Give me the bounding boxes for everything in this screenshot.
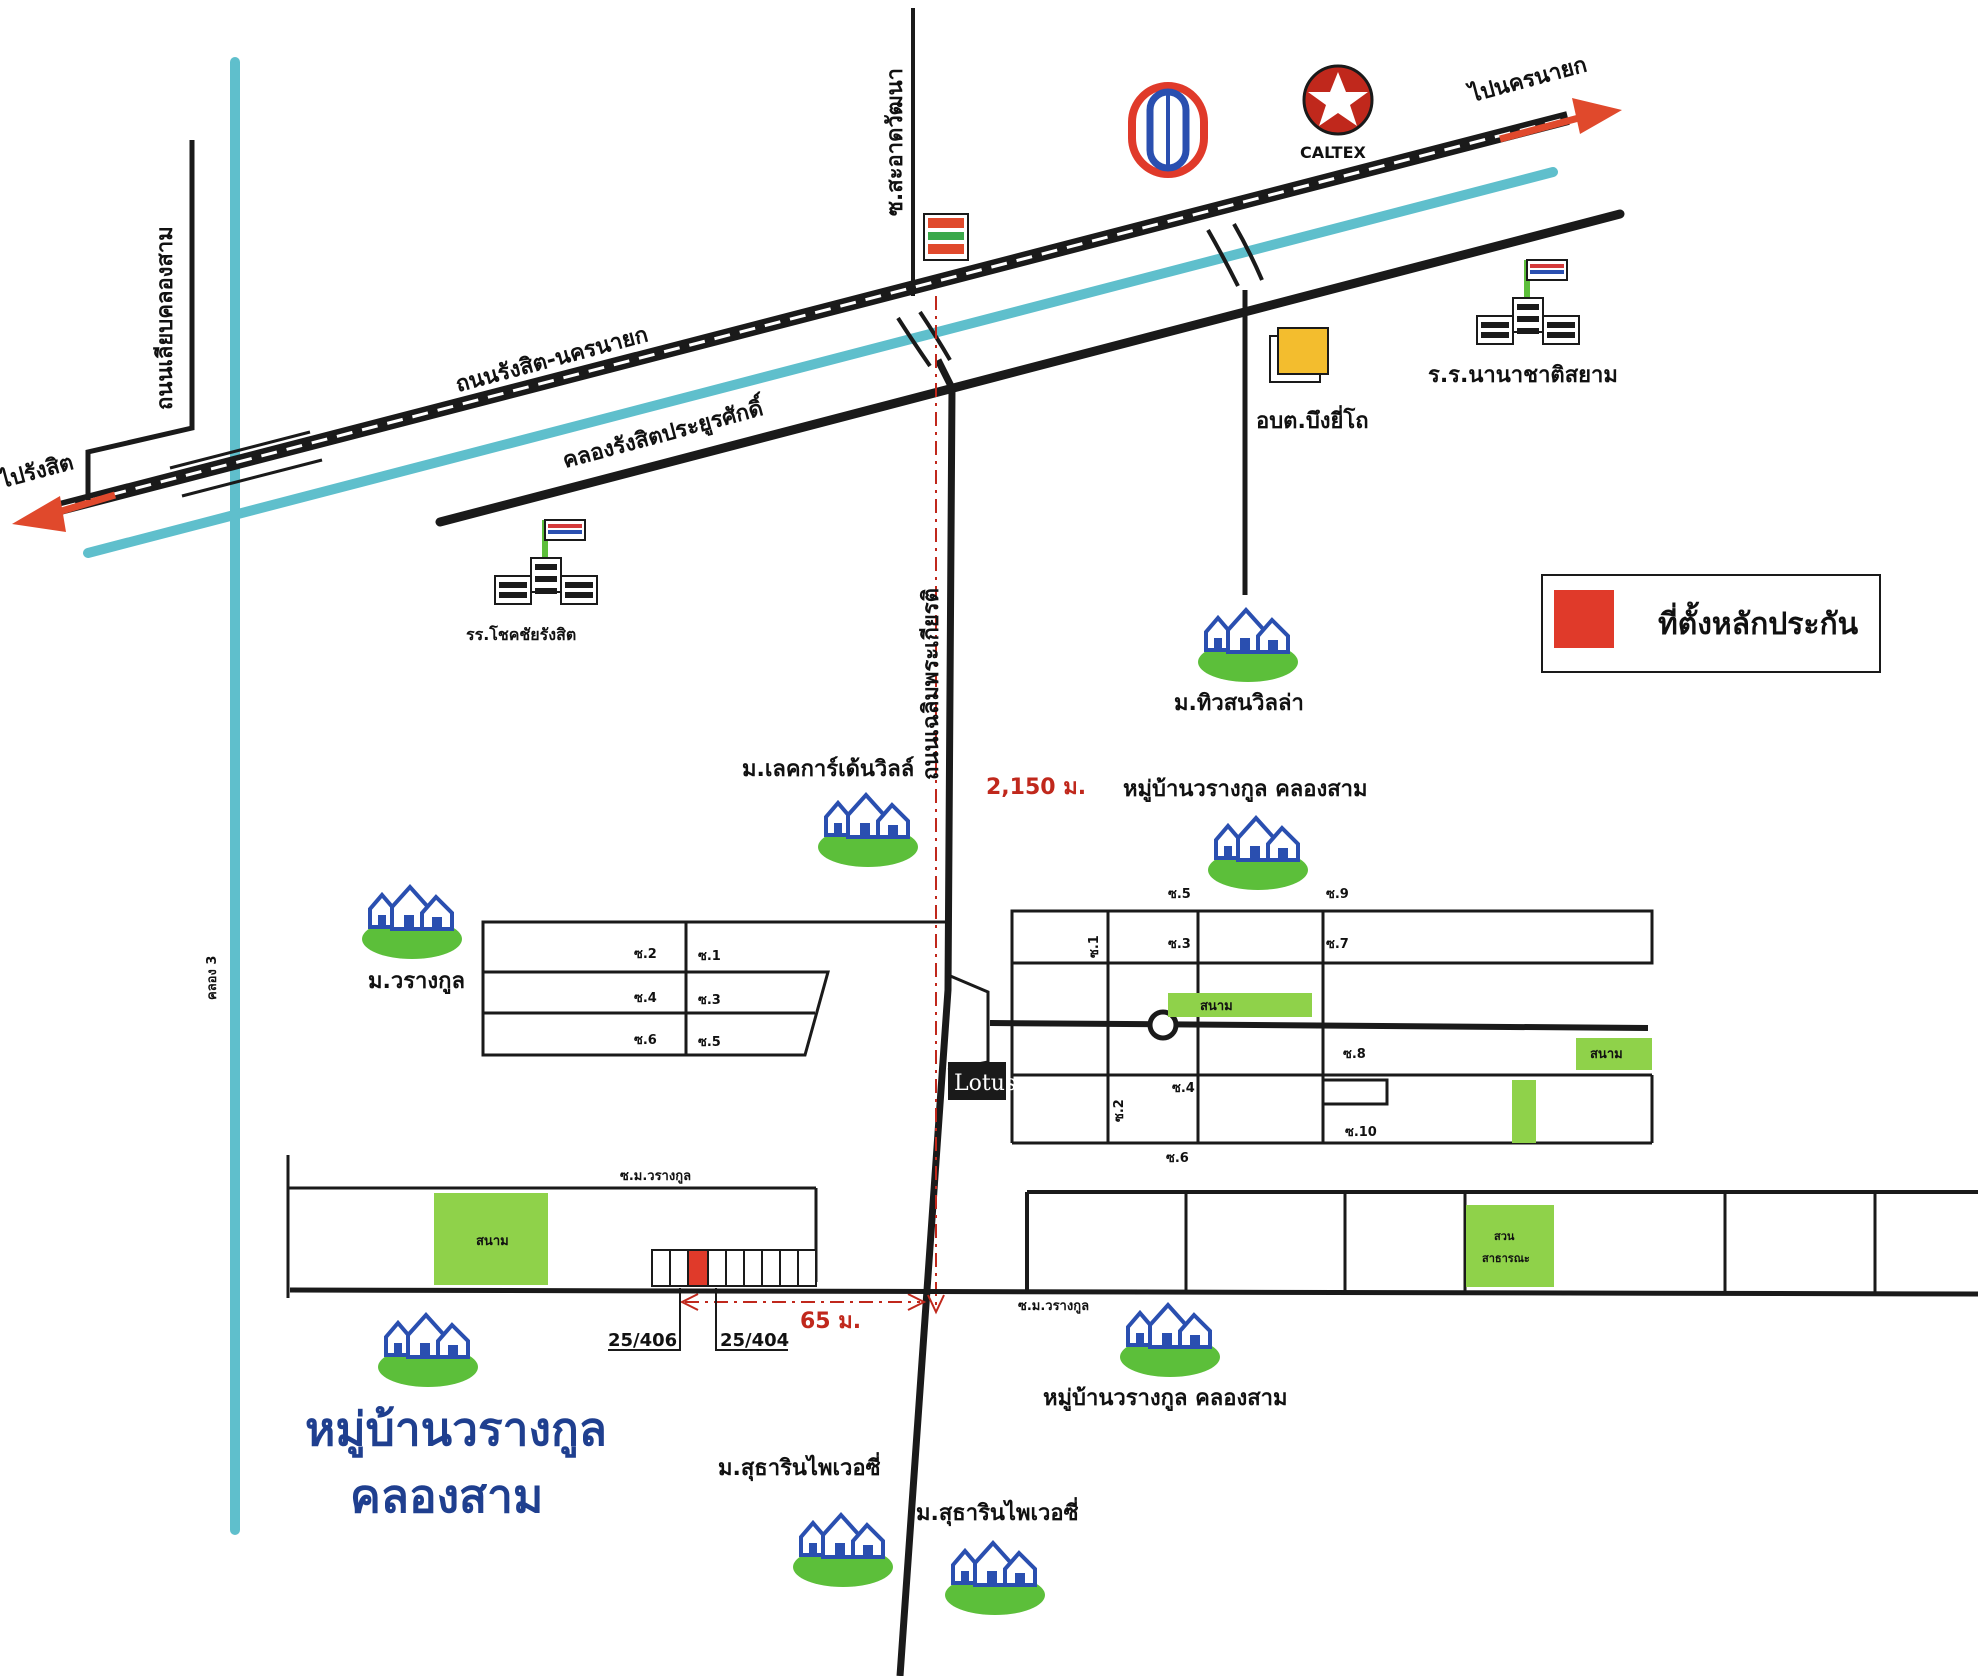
label-soi-e10: ซ.10 [1345,1125,1377,1140]
label-khlong3: คลอง 3 [205,956,220,1000]
label-to-nakhon-nayok: ไปนครนายก [1465,51,1590,109]
label-soi-e7: ซ.7 [1326,937,1349,952]
label-field-1: สนาม [476,1234,509,1249]
lots-row [651,1249,817,1287]
field-area-3 [1576,1038,1652,1070]
house-icon-warangkul-k3-north [1206,816,1310,892]
highway-rangsit-nakhon-nayok [58,111,1570,515]
park-area [1466,1205,1554,1287]
field-area-2 [1168,993,1312,1017]
label-sutharin-1: ม.สุธารินไพเวอซี่ [718,1451,881,1482]
label-soi-m-warangkul-top: ซ.ม.วรางกูล [620,1169,691,1184]
label-soi-e6: ซ.6 [1166,1151,1189,1166]
label-soi-e8: ซ.8 [1343,1047,1366,1062]
lotus-logo-icon: Lotus [948,1062,1016,1100]
label-soi-w6: ซ.6 [634,1033,657,1048]
label-big-warangkul: หมู่บ้านวรางกูล [305,1402,607,1458]
road-chaloem-phrakiat [896,358,956,1676]
address-leaders [608,1288,788,1351]
label-lake-garden: ม.เลคการ์เด้นวิลล์ [742,756,914,782]
label-warangkul-k3-south: หมู่บ้านวรางกูล คลองสาม [1043,1386,1288,1412]
road-canal-side [435,209,1625,527]
label-warangkul: ม.วรางกูล [368,969,465,995]
lotus-label: Lotus [954,1071,1016,1096]
label-soi-e1: ซ.1 [1087,935,1102,958]
house-icon-warangkul-big [376,1313,480,1389]
legend-box: ที่ตั้งหลักประกัน [1541,574,1881,673]
label-school-international: ร.ร.นานาชาติสยาม [1428,363,1618,388]
label-soi-e9: ซ.9 [1326,887,1349,902]
caltex-logo-icon [1302,64,1374,136]
label-chaloem-phrakiat: ถนนเฉลิมพระเกียรติ [919,588,944,780]
label-sutharin-2: ม.สุธารินไพเวอซี่ [916,1496,1079,1527]
label-soi-e3: ซ.3 [1168,937,1191,952]
label-big-khlong-sam: คลองสาม [350,1469,543,1523]
label-soi-w3: ซ.3 [698,993,721,1008]
legend-label: ที่ตั้งหลักประกัน [1658,601,1859,642]
label-warangkul-k3-north: หมู่บ้านวรางกูล คลองสาม [1123,777,1368,803]
canal-rangsit [83,167,1558,558]
house-icon-warangkul [360,885,464,961]
label-park-2: สาธารณะ [1482,1252,1530,1265]
label-school-chokchai: รร.โชคชัยรังสิต [466,624,576,644]
label-soi-w5: ซ.5 [698,1035,721,1050]
house-icon-lake-garden [816,793,920,869]
green-strip [1512,1080,1536,1143]
house-icon-sutharin-2 [943,1541,1047,1617]
label-address-right: 25/404 [720,1330,789,1351]
bridge-right [1206,223,1264,287]
label-soi-w1: ซ.1 [698,949,721,964]
label-field-2: สนาม [1200,999,1233,1014]
label-address-left: 25/406 [608,1330,677,1351]
road-warangkul-main [989,1009,1649,1041]
label-soi-e5: ซ.5 [1168,887,1191,902]
dimension-line-main [927,296,945,1315]
seven-eleven-logo-icon [923,213,969,261]
label-park-1: สวน [1494,1230,1515,1243]
house-icon-sutharin-1 [791,1513,895,1589]
school-international-icon [1477,260,1579,344]
collateral-plot [687,1249,709,1287]
label-tambon-office: อบต.บึงยี่โถ [1256,404,1369,434]
label-liap-khlong-sam: ถนนเลียบคลองสาม [153,226,178,410]
block-warangkul-west [481,920,948,1057]
house-icon-warangkul-k3-south [1118,1303,1222,1379]
ptt-logo-icon [1128,82,1208,178]
road-liap-khlong-sam [85,140,195,500]
label-soi-sa-at: ซ.สะอาดวัฒนา [883,68,908,216]
label-field-3: สนาม [1590,1047,1623,1062]
arrow-to-nakhon-nayok [1499,98,1622,143]
bridge-left [169,430,323,498]
label-distance-short: 65 ม. [800,1309,861,1334]
arrow-to-rangsit [12,491,117,532]
label-soi-e2: ซ.2 [1112,1099,1127,1122]
house-icon-tiwson [1196,608,1300,684]
label-distance-main: 2,150 ม. [986,775,1086,800]
legend-swatch-icon [1554,590,1614,648]
tambon-office-icon [1269,327,1329,383]
label-soi-m-warangkul-bottom: ซ.ม.วรางกูล [1018,1299,1089,1314]
school-chokchai-icon [495,520,597,604]
label-tiwson: ม.ทิวสนวิลล่า [1174,691,1304,716]
label-to-rangsit: ไปรังสิต [0,448,76,494]
field-area-1 [434,1193,548,1285]
label-soi-e4: ซ.4 [1172,1081,1195,1096]
label-caltex: CALTEX [1300,143,1367,162]
block-south [286,1155,1979,1298]
dimension-line-short [679,1293,927,1311]
label-soi-w2: ซ.2 [634,947,657,962]
label-soi-w4: ซ.4 [634,991,657,1006]
